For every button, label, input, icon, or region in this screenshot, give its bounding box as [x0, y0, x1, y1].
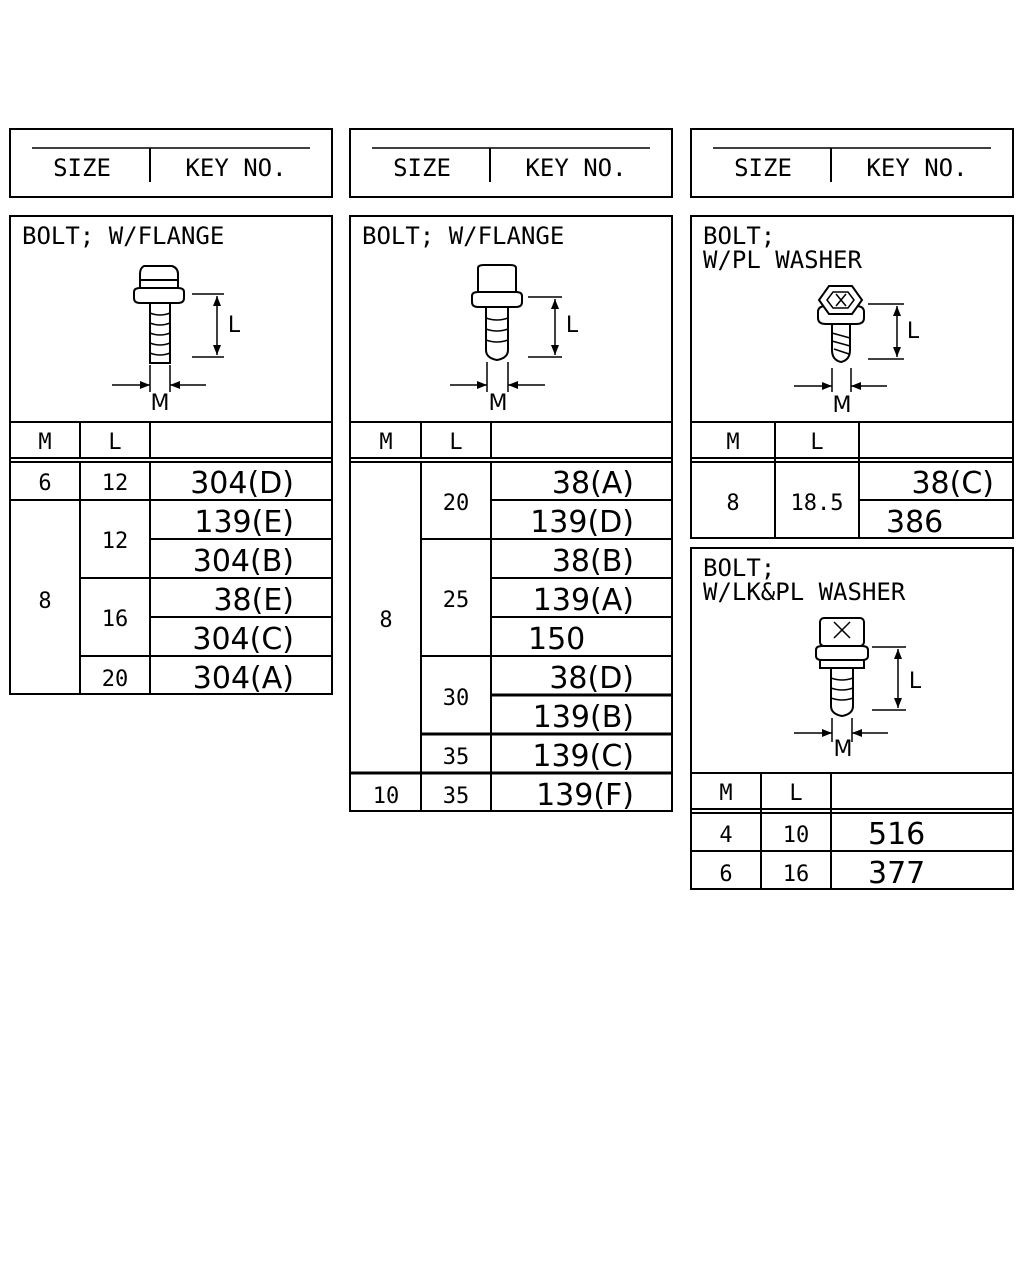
col-m-header: M [38, 430, 51, 455]
cell-key: 139(C) [532, 739, 634, 774]
cell-key: 139(F) [536, 778, 634, 813]
size-table: M L 6 12 304(D) 8 12 139(E) 304(B) 16 38… [10, 421, 332, 696]
cell-key: 139(D) [530, 505, 634, 540]
panel-title-line1: BOLT; [703, 554, 775, 582]
panel-title-line2: W/LK&PL WASHER [703, 578, 906, 606]
bolt-lock-washer-drawing: L M [794, 617, 922, 762]
panel-bolt-lk-pl-washer: BOLT; W/LK&PL WASHER L M [690, 547, 1014, 891]
header-key-label: KEY NO. [185, 154, 286, 182]
cell-key: 377 [868, 856, 925, 891]
cell-l: 18.5 [791, 491, 844, 516]
col-m-header: M [379, 430, 392, 455]
cell-key: 139(B) [533, 700, 634, 735]
bolt-flange-drawing: L M [112, 265, 241, 416]
cell-m: 8 [379, 608, 392, 633]
cell-key: 38(B) [552, 544, 634, 579]
panel-bolt-flange-2: BOLT; W/FLANGE L M M [349, 215, 673, 813]
dim-l-label: L [228, 313, 241, 338]
header-key-label: KEY NO. [866, 154, 967, 182]
dim-l-label: L [907, 319, 920, 344]
cell-l: 12 [102, 529, 129, 554]
cell-key: 150 [528, 622, 585, 657]
col-l-header: L [789, 781, 802, 806]
cell-key: 386 [886, 505, 943, 540]
cell-m: 4 [719, 823, 732, 848]
dim-m-label: M [833, 393, 852, 418]
cell-l: 35 [443, 745, 470, 770]
header-box-1: SIZE KEY NO. [9, 128, 333, 198]
dim-l-label: L [909, 669, 922, 694]
cell-l: 16 [783, 862, 810, 887]
cell-key: 304(C) [192, 622, 294, 657]
dim-l-label: L [566, 313, 579, 338]
table-row: 6 12 304(D) [38, 466, 294, 501]
col-m-header: M [719, 781, 732, 806]
cell-key: 38(E) [213, 583, 294, 618]
col-m-header: M [726, 430, 739, 455]
cell-l: 20 [443, 491, 470, 516]
panel-title-line1: BOLT; [703, 222, 775, 250]
cell-l: 10 [783, 823, 810, 848]
cell-key: 304(D) [190, 466, 294, 501]
cell-l: 12 [102, 471, 129, 496]
cell-l: 20 [102, 667, 129, 692]
col-l-header: L [108, 430, 121, 455]
bolt-washer-drawing: L M [794, 285, 920, 418]
dim-m-label: M [151, 391, 170, 416]
cell-key: 38(C) [911, 466, 994, 501]
panel-title: BOLT; W/FLANGE [22, 222, 224, 250]
cell-key: 139(E) [194, 505, 294, 540]
panel-bolt-flange-1: BOLT; W/FLANGE L M [9, 215, 333, 696]
header-box-2: SIZE KEY NO. [349, 128, 673, 198]
cell-m: 6 [719, 862, 732, 887]
header-box-3: SIZE KEY NO. [690, 128, 1014, 198]
cell-l: 25 [443, 588, 470, 613]
size-table: M L 4 10 516 6 16 377 [691, 772, 1013, 891]
cell-key: 139(A) [533, 583, 634, 618]
col-l-header: L [810, 430, 823, 455]
cell-l: 16 [102, 607, 129, 632]
cell-key: 304(B) [193, 544, 294, 579]
cell-m: 8 [726, 491, 739, 516]
header-size-label: SIZE [734, 154, 792, 182]
cell-key: 516 [868, 817, 925, 852]
cell-m: 10 [373, 784, 400, 809]
cell-m: 6 [38, 471, 51, 496]
col-l-header: L [449, 430, 462, 455]
cell-l: 30 [443, 686, 470, 711]
panel-bolt-pl-washer: BOLT; W/PL WASHER L M [690, 215, 1014, 540]
cell-key: 304(A) [193, 661, 294, 696]
dim-m-label: M [834, 737, 853, 762]
header-size-label: SIZE [53, 154, 111, 182]
cell-key: 38(A) [552, 466, 634, 501]
size-table: M L 8 18.5 38(C) 386 [691, 421, 1013, 540]
bolt-flange-drawing: L M [450, 264, 579, 416]
panel-title: BOLT; W/FLANGE [362, 222, 564, 250]
cell-m: 8 [38, 589, 51, 614]
panel-title-line2: W/PL WASHER [703, 246, 862, 274]
header-key-label: KEY NO. [525, 154, 626, 182]
cell-l: 35 [443, 784, 470, 809]
cell-key: 38(D) [549, 661, 634, 696]
header-size-label: SIZE [393, 154, 451, 182]
size-table: M L 8 20 38(A) 139(D) 25 38(B) 139(A) 15… [350, 421, 672, 813]
dim-m-label: M [489, 391, 508, 416]
